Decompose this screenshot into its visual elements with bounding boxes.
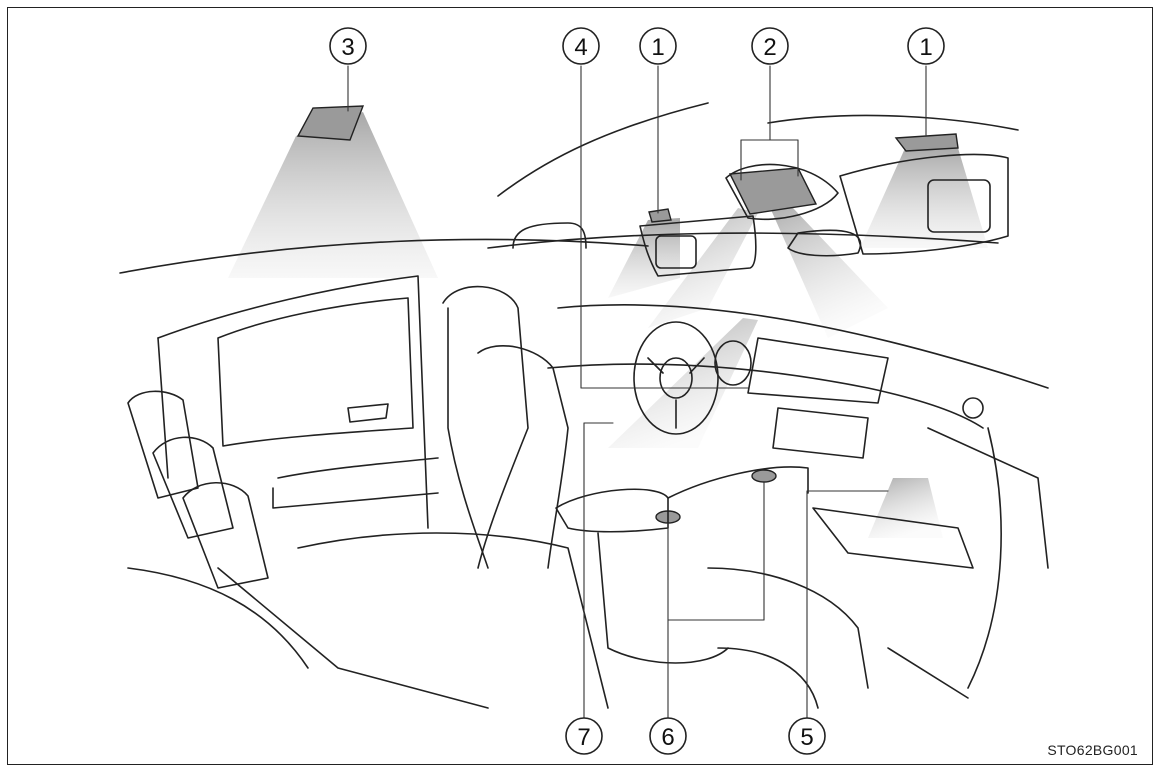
footwell-light-right (751, 469, 777, 483)
svg-text:5: 5 (800, 724, 813, 751)
callout-7: 7 (565, 717, 603, 755)
callout-4: 4 (562, 27, 600, 65)
front-map-light (728, 167, 818, 215)
figure-code: STO62BG001 (1047, 742, 1138, 758)
callout-3: 3 (329, 27, 367, 65)
callout-5: 5 (788, 717, 826, 755)
callout-labels: 3 4 1 2 1 7 6 5 (329, 27, 945, 755)
svg-text:2: 2 (763, 34, 776, 61)
lamps (296, 105, 959, 524)
vanity-light-left (648, 208, 672, 223)
footwell-light-beam (608, 318, 758, 448)
vanity-light-beam-left (608, 218, 680, 298)
front-map-light-beam-left (648, 208, 758, 328)
interior-lights-diagram: 3 4 1 2 1 7 6 5 (119, 27, 1049, 755)
car-interior-linework (119, 102, 1049, 709)
svg-text:3: 3 (341, 34, 354, 61)
svg-text:1: 1 (651, 34, 664, 61)
callout-2: 2 (751, 27, 789, 65)
diagram-frame: 3 4 1 2 1 7 6 5 STO62BG001 (7, 7, 1153, 765)
svg-text:1: 1 (919, 34, 932, 61)
glovebox-light-beam (868, 478, 943, 538)
vanity-light-beam-right (860, 146, 988, 248)
light-beams (228, 112, 988, 538)
dome-light-beam (228, 112, 438, 278)
callout-1-left: 1 (639, 27, 677, 65)
vanity-light-right (894, 133, 959, 152)
callout-1-right: 1 (907, 27, 945, 65)
front-map-light-beam-right (768, 203, 888, 338)
svg-text:4: 4 (574, 34, 587, 61)
svg-text:6: 6 (661, 724, 674, 751)
callout-6: 6 (649, 717, 687, 755)
leader-lines (347, 65, 927, 719)
svg-text:7: 7 (577, 724, 590, 751)
dome-light (296, 105, 365, 141)
